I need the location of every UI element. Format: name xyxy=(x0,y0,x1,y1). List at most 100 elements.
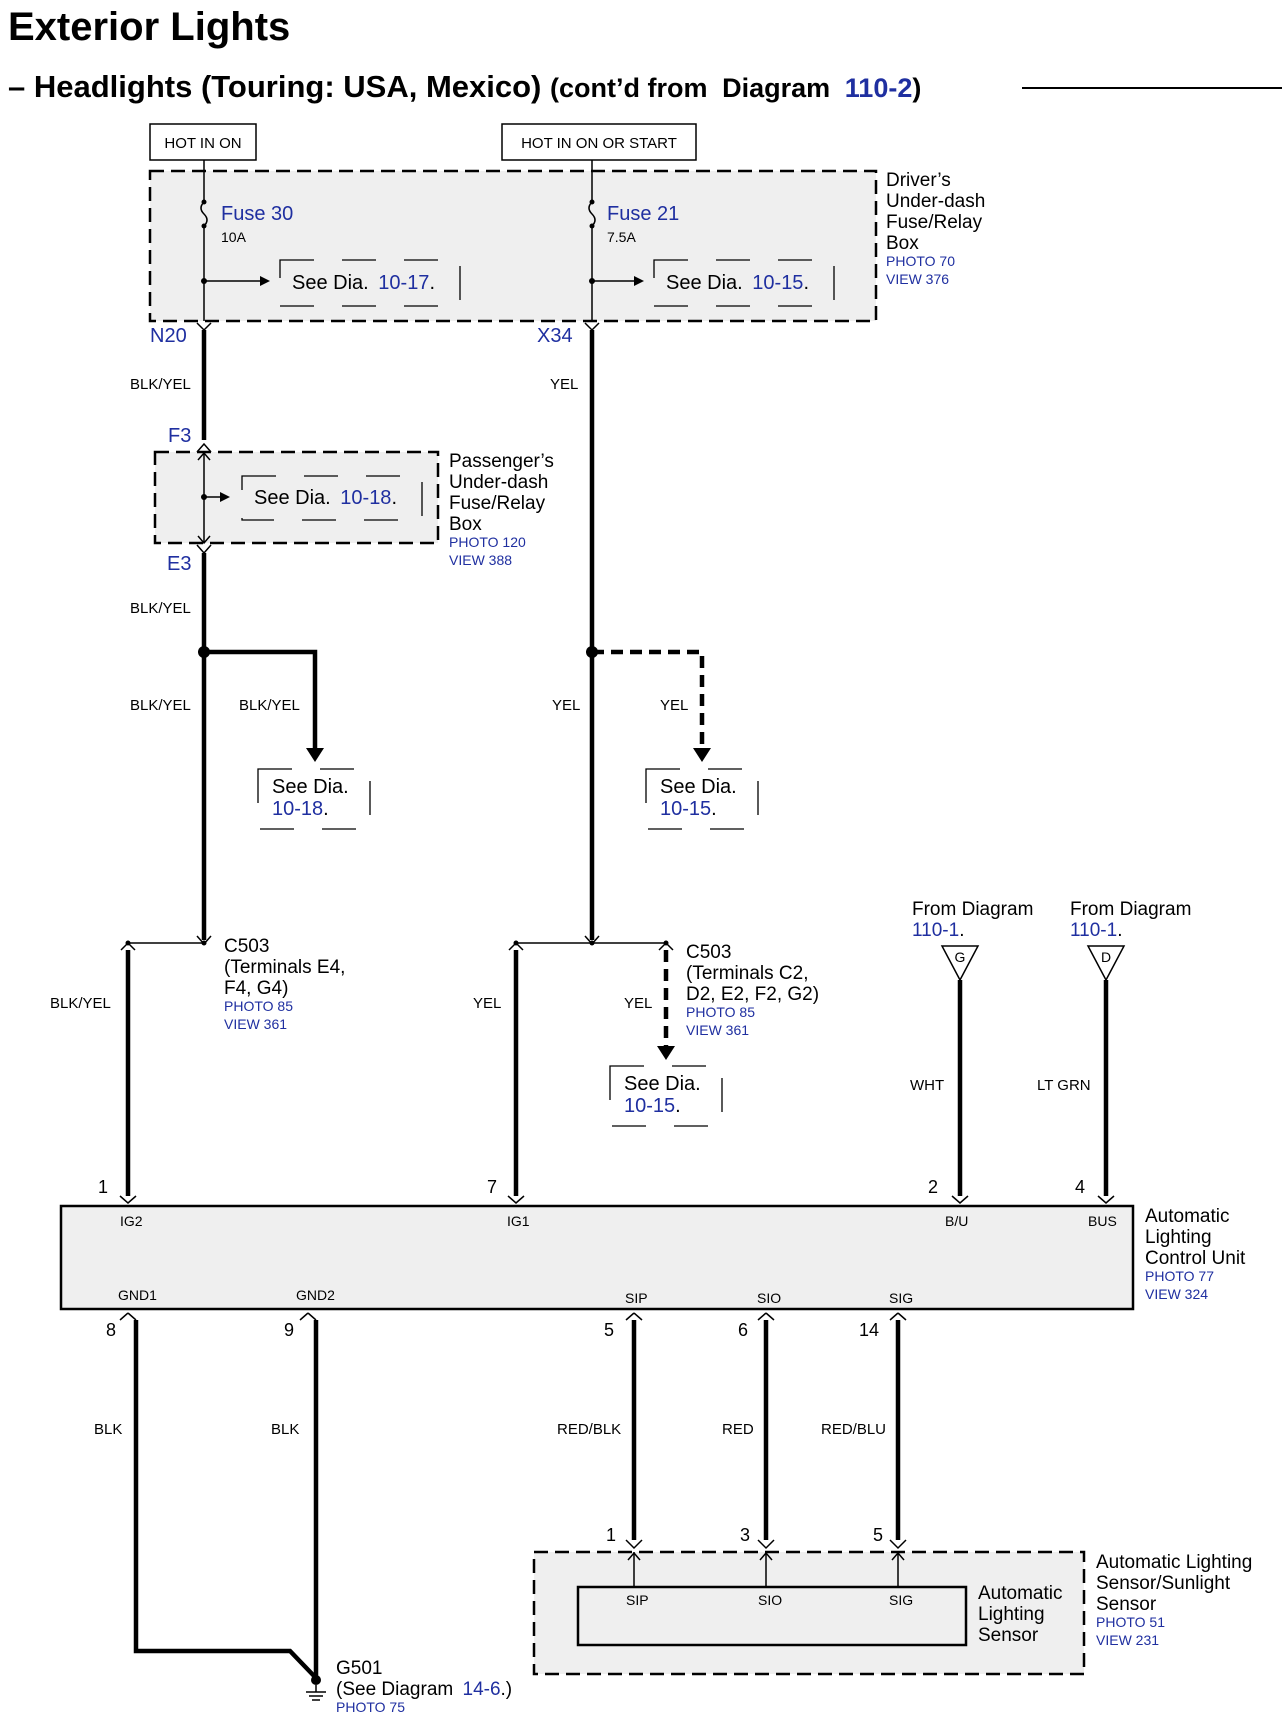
pin-label-ig1: IG1 xyxy=(507,1213,530,1229)
wire-label-yel-5: YEL xyxy=(624,995,652,1012)
wire-label-blk-yel-4: BLK/YEL xyxy=(239,697,300,714)
pin-num-6: 6 xyxy=(738,1320,748,1340)
inner-sensor-name: Automatic Lighting Sensor xyxy=(978,1583,1068,1646)
connector-d-letter: D xyxy=(1101,949,1111,965)
hot-in-on-or-start-box xyxy=(501,123,697,161)
hot-in-on-box xyxy=(149,123,257,161)
from-diagram-d[interactable]: From Diagram 110-1. xyxy=(1070,899,1197,941)
fuse-21-rating: 7.5A xyxy=(607,229,636,245)
hot-in-on-label: HOT IN ON xyxy=(164,135,241,152)
wire-label-red-blu: RED/BLU xyxy=(821,1421,886,1438)
pin-num-9: 9 xyxy=(284,1320,294,1340)
wire-label-blk-1: BLK xyxy=(94,1421,122,1438)
wire-label-yel-2: YEL xyxy=(552,697,580,714)
sensor-view: VIEW 231 xyxy=(1096,1632,1159,1648)
pin-label-bus: BUS xyxy=(1088,1213,1117,1229)
connector-d-triangle xyxy=(1086,945,1126,982)
fuse-30-symbol xyxy=(200,201,208,227)
pin-num-8: 8 xyxy=(106,1320,116,1340)
pin-label-ig2: IG2 xyxy=(120,1213,143,1229)
wire-label-yel-1: YEL xyxy=(550,376,578,393)
c503-left-photo: PHOTO 85 xyxy=(224,998,293,1014)
sensor-pin-label-sio: SIO xyxy=(758,1592,782,1608)
see-dia-10-15-c503-box xyxy=(609,1065,723,1127)
see-dia-10-17[interactable]: See Dia. 10-17. xyxy=(292,272,435,294)
fuse-30-rating: 10A xyxy=(221,229,247,245)
pin-label-gnd2: GND2 xyxy=(296,1287,335,1303)
terminal-x34: X34 xyxy=(537,325,573,347)
drivers-fuse-box-view: VIEW 376 xyxy=(886,271,949,287)
pin-num-7: 7 xyxy=(487,1177,497,1197)
fuse-21-name: Fuse 21 xyxy=(607,203,679,225)
wire-label-blk-yel-5: BLK/YEL xyxy=(50,995,111,1012)
wire-yel-branch xyxy=(592,649,705,752)
see-dia-10-15-c503[interactable]: See Dia. 10-15. xyxy=(624,1073,706,1117)
wire-label-blk-yel-2: BLK/YEL xyxy=(130,600,191,617)
c503-right-view: VIEW 361 xyxy=(686,1022,749,1038)
terminal-n20: N20 xyxy=(150,325,187,347)
drivers-fuse-box xyxy=(148,169,878,323)
outer-sensor-name: Automatic Lighting Sensor/Sunlight Senso… xyxy=(1096,1552,1258,1615)
see-dia-10-18-passenger[interactable]: See Dia. 10-18. xyxy=(254,487,397,509)
see-dia-10-18-branch[interactable]: See Dia. 10-18. xyxy=(272,776,354,820)
see-dia-10-15-branch-box xyxy=(645,768,759,830)
ground-splice xyxy=(311,1675,321,1685)
pin-num-2: 2 xyxy=(928,1177,938,1197)
c503-left-label: C503 (Terminals E4, F4, G4) xyxy=(224,936,351,999)
drivers-fuse-box-name: Driver’s Under-dash Fuse/Relay Box xyxy=(886,170,991,254)
wire-label-yel-4: YEL xyxy=(473,995,501,1012)
see-dia-10-18-branch-box xyxy=(257,768,371,830)
wire-label-lt-grn: LT GRN xyxy=(1037,1077,1091,1094)
sensor-pin-num-3: 3 xyxy=(740,1525,750,1545)
terminal-e3: E3 xyxy=(167,553,191,575)
wire-label-red: RED xyxy=(722,1421,754,1438)
c503-right-label: C503 (Terminals C2, D2, E2, F2, G2) xyxy=(686,942,819,1005)
ground-photo: PHOTO 75 xyxy=(336,1699,405,1715)
passenger-fuse-box-name: Passenger’s Under-dash Fuse/Relay Box xyxy=(449,451,559,535)
pin-label-sio: SIO xyxy=(757,1290,781,1306)
wire-label-blk-yel-3: BLK/YEL xyxy=(130,697,191,714)
hot-in-on-or-start-label: HOT IN ON OR START xyxy=(521,135,677,152)
wire-label-wht: WHT xyxy=(910,1077,944,1094)
see-dia-10-18-box xyxy=(241,475,423,521)
page-title: Exterior Lights xyxy=(8,5,290,49)
from-diagram-g[interactable]: From Diagram 110-1. xyxy=(912,899,1039,941)
automatic-lighting-sensor xyxy=(576,1585,968,1647)
see-dia-10-17-box xyxy=(279,259,461,307)
wire-blk-yel-branch xyxy=(204,649,318,752)
control-unit-name: Automatic Lighting Control Unit xyxy=(1145,1206,1246,1269)
c503-right-photo: PHOTO 85 xyxy=(686,1004,755,1020)
connector-g-letter: G xyxy=(955,949,966,965)
fuse-21-symbol xyxy=(588,201,596,227)
passenger-fuse-box-view: VIEW 388 xyxy=(449,552,512,568)
see-dia-10-15-branch[interactable]: See Dia. 10-15. xyxy=(660,776,742,820)
passenger-fuse-box-photo: PHOTO 120 xyxy=(449,534,526,550)
page-subtitle: – Headlights (Touring: USA, Mexico) (con… xyxy=(8,69,921,104)
wire-label-blk-yel-1: BLK/YEL xyxy=(130,376,191,393)
control-unit-view: VIEW 324 xyxy=(1145,1286,1208,1302)
wire-label-red-blk: RED/BLK xyxy=(557,1421,621,1438)
see-dia-10-15-fuse[interactable]: See Dia. 10-15. xyxy=(666,272,809,294)
sensor-pin-num-5: 5 xyxy=(873,1525,883,1545)
c503-left-view: VIEW 361 xyxy=(224,1016,287,1032)
wire-blk-gnd1 xyxy=(133,1320,318,1680)
wire-label-yel-3: YEL xyxy=(660,697,688,714)
ground-see-diagram[interactable]: (See Diagram 14-6.) xyxy=(336,1679,512,1700)
wire-label-blk-2: BLK xyxy=(271,1421,299,1438)
ground-g501: G501 xyxy=(336,1658,382,1679)
fuse-30-name: Fuse 30 xyxy=(221,203,293,225)
pin-num-1: 1 xyxy=(98,1177,108,1197)
automatic-lighting-control-unit xyxy=(59,1204,1135,1311)
control-unit-photo: PHOTO 77 xyxy=(1145,1268,1214,1284)
see-dia-10-15-fuse-box xyxy=(653,259,835,307)
drivers-fuse-box-photo: PHOTO 70 xyxy=(886,253,955,269)
sensor-pin-label-sig: SIG xyxy=(889,1592,913,1608)
pin-label-gnd1: GND1 xyxy=(118,1287,157,1303)
pin-label-sip: SIP xyxy=(625,1290,648,1306)
sensor-pin-num-1: 1 xyxy=(606,1525,616,1545)
terminal-f3: F3 xyxy=(168,425,191,447)
pin-num-5: 5 xyxy=(604,1320,614,1340)
sensor-photo: PHOTO 51 xyxy=(1096,1614,1165,1630)
pin-label-bu: B/U xyxy=(945,1213,968,1229)
pin-label-sig: SIG xyxy=(889,1290,913,1306)
